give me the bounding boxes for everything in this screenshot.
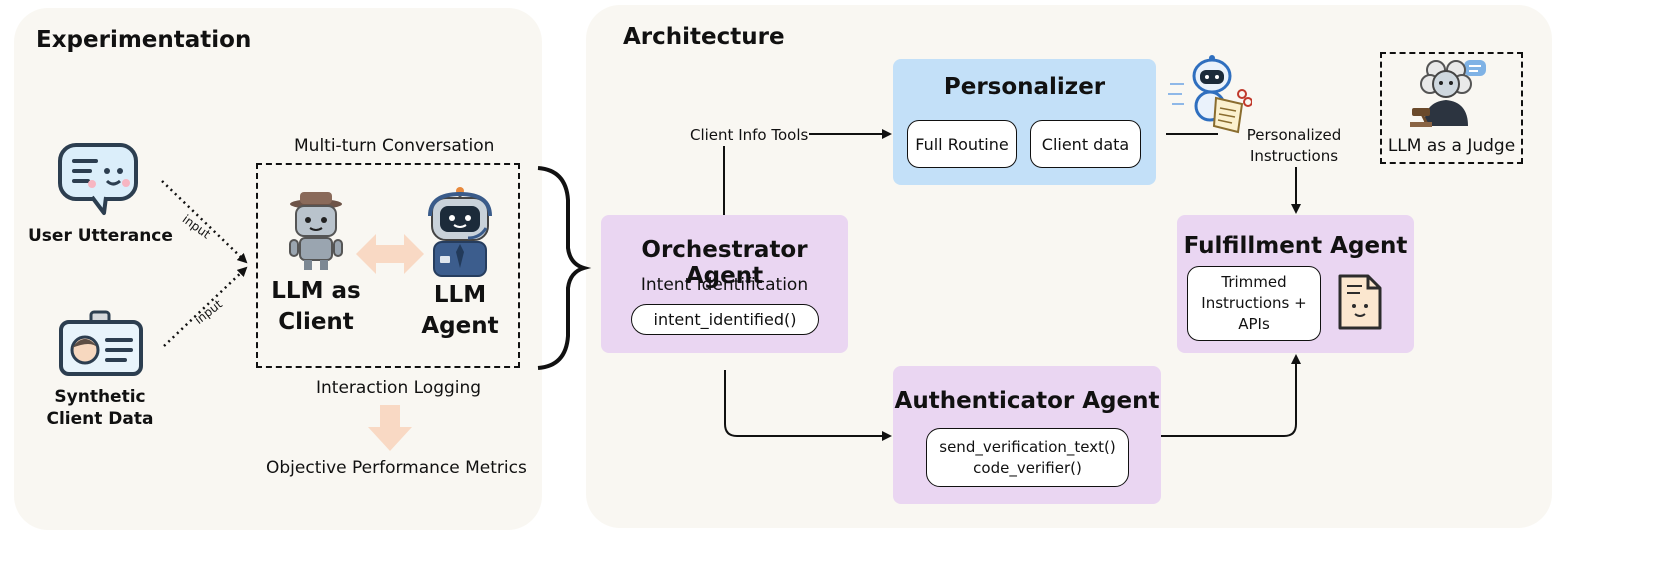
synthetic-client-data-line2: Client Data bbox=[46, 409, 154, 429]
input-arrow-bottom bbox=[163, 266, 248, 347]
orchestrator-to-authenticator bbox=[724, 370, 892, 441]
authenticator-title: Authenticator Agent bbox=[894, 388, 1160, 414]
trimmed-line3: APIs bbox=[1238, 315, 1270, 333]
down-arrow-icon bbox=[368, 405, 412, 455]
code-verifier-function: code_verifier() bbox=[973, 458, 1082, 477]
exchange-arrow-icon bbox=[356, 232, 424, 280]
llm-agent-line2: Agent bbox=[421, 313, 499, 339]
personalized-instructions-label: Personalized Instructions bbox=[1240, 125, 1348, 167]
user-utterance-label: User Utterance bbox=[28, 226, 173, 246]
personalizer-title: Personalizer bbox=[943, 74, 1106, 100]
agent-robot-icon bbox=[424, 186, 496, 282]
llm-agent-line1: LLM bbox=[433, 282, 487, 308]
trimmed-line1: Trimmed bbox=[1221, 273, 1287, 291]
client-info-tools-label: Client Info Tools bbox=[690, 126, 809, 144]
intent-identified-pill: intent_identified() bbox=[631, 304, 819, 335]
trimmed-line2: Instructions + bbox=[1201, 294, 1307, 312]
id-badge-icon bbox=[55, 310, 147, 382]
personalized-instructions-line2: Instructions bbox=[1249, 147, 1339, 165]
authenticator-to-fulfillment bbox=[1161, 354, 1301, 437]
metrics-label: Objective Performance Metrics bbox=[266, 458, 527, 478]
llm-judge-label: LLM as a Judge bbox=[1387, 136, 1516, 156]
client-data-pill: Client data bbox=[1030, 120, 1141, 168]
judge-icon bbox=[1410, 56, 1490, 132]
curly-brace bbox=[537, 166, 592, 370]
trimmed-instructions-pill: Trimmed Instructions + APIs bbox=[1187, 266, 1321, 341]
synthetic-client-data-label: Synthetic Client Data bbox=[30, 386, 170, 430]
orchestrator-title: Orchestrator Agent bbox=[641, 237, 808, 289]
full-routine-pill: Full Routine bbox=[907, 120, 1017, 168]
conversation-title: Multi-turn Conversation bbox=[294, 136, 495, 156]
personalized-instructions-line1: Personalized bbox=[1246, 126, 1342, 144]
llm-agent-label: LLM Agent bbox=[412, 280, 508, 342]
llm-judge-box bbox=[1380, 52, 1523, 164]
scroll-robot-icon bbox=[1166, 54, 1253, 140]
experimentation-title: Experimentation bbox=[36, 27, 252, 53]
client-robot-icon bbox=[286, 190, 346, 276]
orchestrator-subtitle: Intent Identification bbox=[640, 275, 809, 295]
interaction-logging-label: Interaction Logging bbox=[316, 378, 482, 398]
llm-client-label: LLM as Client bbox=[268, 276, 364, 338]
llm-client-line2: Client bbox=[278, 309, 354, 335]
llm-client-line1: LLM as bbox=[271, 278, 361, 304]
chat-bubble-icon bbox=[52, 137, 144, 221]
synthetic-client-data-line1: Synthetic bbox=[54, 387, 146, 407]
document-icon bbox=[1336, 272, 1384, 336]
input-arrow-top bbox=[161, 180, 248, 264]
authenticator-functions-pill: send_verification_text() code_verifier() bbox=[926, 428, 1129, 487]
conversation-box bbox=[256, 163, 520, 368]
architecture-title: Architecture bbox=[623, 24, 785, 50]
send-verification-function: send_verification_text() bbox=[939, 437, 1116, 456]
fulfillment-title: Fulfillment Agent bbox=[1183, 233, 1408, 259]
